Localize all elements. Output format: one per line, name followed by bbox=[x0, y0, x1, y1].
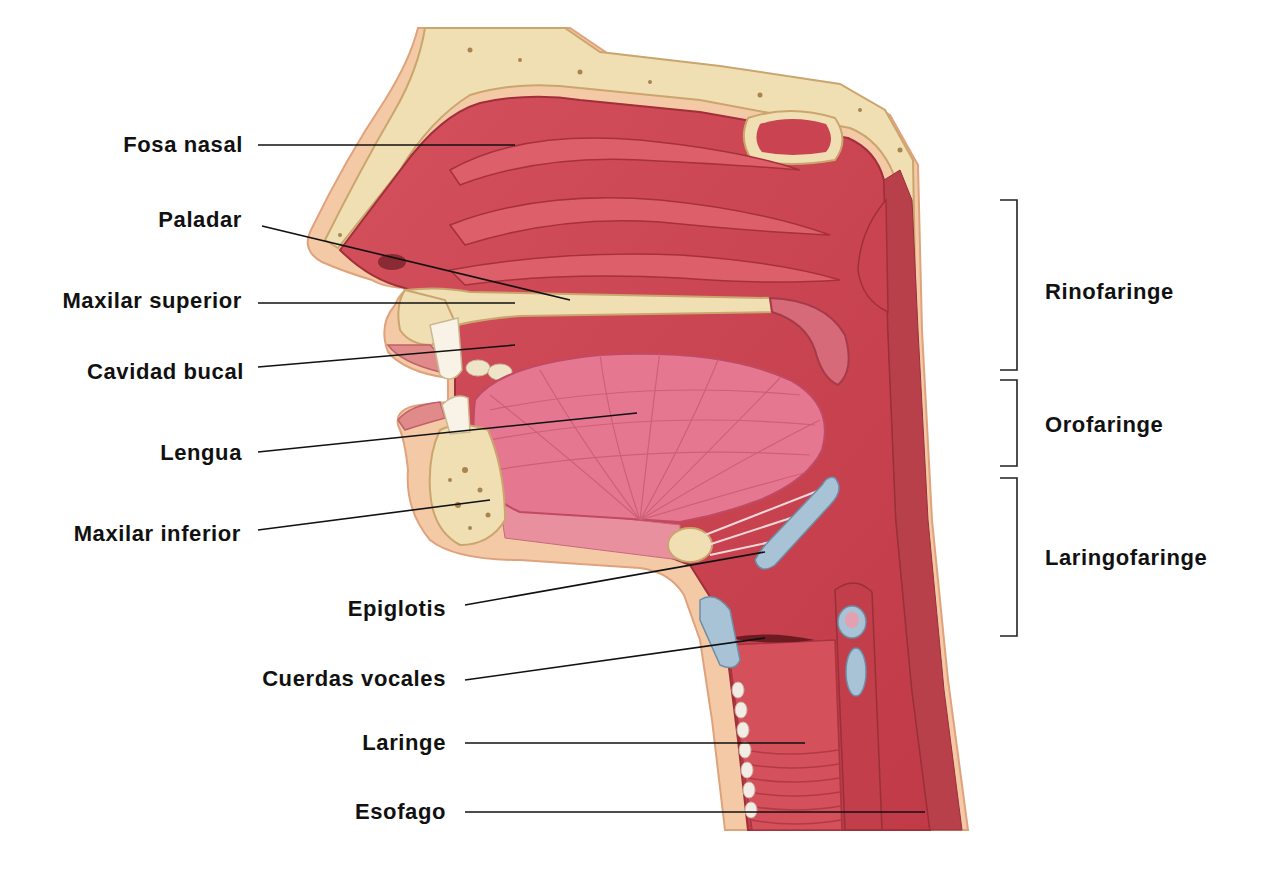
part-label: Maxilar inferior bbox=[72, 521, 243, 546]
tongue-fibre bbox=[640, 355, 720, 520]
bracket bbox=[1000, 200, 1017, 370]
cartilage-bead bbox=[745, 802, 757, 818]
part-label: Epiglotis bbox=[346, 596, 448, 621]
trachea-cartilage bbox=[732, 682, 757, 818]
leader-line bbox=[258, 500, 490, 530]
nostril bbox=[378, 254, 406, 270]
leader-line bbox=[262, 226, 570, 300]
leader-line bbox=[465, 811, 925, 813]
turbinate bbox=[450, 198, 830, 245]
lower-lip bbox=[398, 402, 445, 430]
bone-pore bbox=[858, 108, 862, 112]
tongue-fibre bbox=[640, 470, 815, 520]
arytenoid-cartilage bbox=[838, 606, 866, 638]
part-label: Esofago bbox=[353, 799, 448, 824]
larynx-tube bbox=[728, 640, 842, 830]
leader-line bbox=[258, 302, 515, 304]
bone-pore bbox=[518, 58, 522, 62]
molar bbox=[466, 360, 490, 376]
tracheal-ring bbox=[748, 778, 840, 782]
cricoid-cartilage bbox=[846, 648, 866, 696]
cartilage-bead bbox=[737, 722, 749, 738]
part-label: Lengua bbox=[158, 440, 244, 465]
cartilage-bead bbox=[741, 762, 753, 778]
leader-lines bbox=[258, 145, 925, 812]
tracheal-ring bbox=[749, 792, 840, 796]
leader-line bbox=[258, 144, 515, 146]
bone-pore bbox=[898, 148, 903, 153]
region-brackets bbox=[1000, 200, 1017, 636]
tracheal-ring bbox=[750, 806, 841, 810]
part-label: Cavidad bucal bbox=[85, 359, 246, 384]
skin-outline bbox=[308, 28, 968, 830]
tracheal-ring bbox=[745, 750, 838, 754]
leader-line bbox=[258, 345, 515, 367]
cartilage-bead bbox=[743, 782, 755, 798]
laryngeal-wall bbox=[835, 583, 882, 830]
thyroid-cartilage bbox=[700, 597, 740, 668]
bracket bbox=[1000, 478, 1017, 636]
tongue-fibres bbox=[490, 350, 820, 520]
soft-palate bbox=[770, 298, 849, 385]
mandible bbox=[430, 425, 505, 545]
bone-pore bbox=[758, 93, 763, 98]
airway-cavity bbox=[340, 97, 930, 830]
hyoid-bone bbox=[668, 528, 712, 562]
bone-pore bbox=[338, 233, 342, 237]
leader-line bbox=[465, 638, 765, 680]
adenoid bbox=[858, 200, 888, 312]
upper-tooth bbox=[430, 318, 462, 379]
bone-pore bbox=[478, 488, 483, 493]
bone-pore bbox=[448, 478, 452, 482]
bracket bbox=[1000, 380, 1017, 466]
tongue-fibre bbox=[640, 420, 820, 520]
sinus-bone bbox=[744, 111, 843, 164]
tongue-fibre bbox=[495, 452, 810, 470]
cartilage-bead bbox=[732, 682, 744, 698]
pharynx-wall bbox=[884, 170, 962, 830]
cartilage-bead bbox=[739, 742, 751, 758]
part-label: Paladar bbox=[156, 207, 244, 232]
lower-tooth bbox=[442, 396, 470, 434]
leader-line bbox=[465, 742, 805, 744]
hard-palate bbox=[405, 288, 772, 330]
tongue-fibre bbox=[600, 355, 640, 520]
cartilage-bead bbox=[735, 702, 747, 718]
turbinate bbox=[450, 254, 840, 285]
mandible-pores bbox=[448, 467, 491, 530]
part-label: Laringe bbox=[360, 730, 448, 755]
tongue-fibre bbox=[640, 378, 780, 520]
bone-pore bbox=[486, 513, 491, 518]
arytenoid-core bbox=[845, 612, 859, 628]
bone-pore bbox=[578, 70, 583, 75]
region-label: Orofaringe bbox=[1043, 412, 1165, 437]
tracheal-ring bbox=[751, 820, 841, 824]
bone-pore bbox=[468, 526, 472, 530]
leader-line bbox=[258, 413, 637, 452]
tracheal-ring bbox=[746, 764, 839, 768]
region-label: Laringofaringe bbox=[1043, 545, 1209, 570]
bone-pore bbox=[648, 80, 652, 84]
leader-line bbox=[465, 552, 765, 605]
tongue-fibre bbox=[490, 390, 800, 410]
bone-pore bbox=[462, 467, 468, 473]
tongue-fibre bbox=[640, 350, 660, 520]
tongue-fibre bbox=[490, 395, 640, 520]
region-label: Rinofaringe bbox=[1043, 279, 1176, 304]
part-label: Fosa nasal bbox=[121, 132, 245, 157]
epiglottis bbox=[755, 477, 839, 569]
part-label: Cuerdas vocales bbox=[260, 666, 448, 691]
sinus-cavity bbox=[756, 119, 831, 155]
tracheal-rings bbox=[745, 750, 841, 824]
part-label: Maxilar superior bbox=[60, 288, 244, 313]
bone-pore bbox=[468, 48, 473, 53]
